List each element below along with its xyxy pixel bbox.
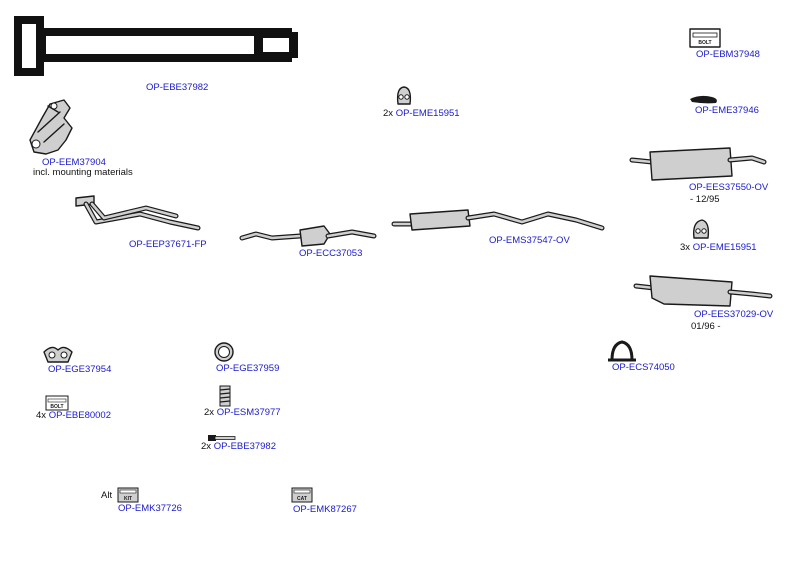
emk-a-box-text: KIT — [124, 496, 132, 502]
part-label-ebe37982-small: 2x OP-EBE37982 — [201, 441, 276, 452]
part-code-link[interactable]: OP-EMS37547-OV — [489, 235, 570, 246]
part-note-ees37550: - 12/95 — [690, 194, 720, 205]
qty-text: Alt — [101, 490, 113, 501]
part-code-link[interactable]: OP-ECC37053 — [299, 248, 363, 259]
bolt-kit-box-icon[interactable]: BOLT — [689, 28, 721, 48]
part-code-link[interactable]: OP-EEM37904 — [42, 157, 106, 168]
part-code-link[interactable]: OP-EEP37671-FP — [129, 239, 207, 250]
ring-gasket-icon[interactable] — [214, 342, 234, 362]
part-code-link[interactable]: OP-EME15951 — [692, 242, 757, 253]
rubber-hanger-icon[interactable] — [396, 86, 412, 105]
middle-silencer-icon[interactable] — [391, 209, 605, 231]
emk-b-box-text: CAT — [297, 496, 307, 502]
part-code-link[interactable]: OP-EMK37726 — [118, 503, 182, 514]
part-code-link[interactable]: OP-EMK87267 — [293, 504, 357, 515]
ebm-box-text: BOLT — [698, 40, 711, 46]
part-label-eme15951-top: 2x OP-EME15951 — [383, 108, 460, 119]
part-note-ees37029: 01/96 - — [691, 321, 721, 332]
kit-box-icon[interactable]: KIT — [117, 487, 139, 503]
part-label-ecc37053: OP-ECC37053 — [299, 248, 362, 259]
note-text: 01/96 - — [691, 321, 721, 332]
part-code-link[interactable]: OP-EES37550-OV — [689, 182, 769, 193]
bolt-large-icon[interactable] — [14, 16, 298, 76]
part-code-link[interactable]: OP-EBM37948 — [696, 49, 760, 60]
rubber-hanger-low-icon[interactable] — [692, 219, 710, 239]
rear-silencer-low-icon[interactable] — [633, 275, 773, 307]
part-label-ebe37982-large: OP-EBE37982 — [146, 82, 208, 93]
part-label-ebm37948: OP-EBM37948 — [696, 49, 760, 60]
part-code-link[interactable]: OP-EBE80002 — [48, 410, 112, 421]
part-code-link[interactable]: OP-EES37029-OV — [694, 309, 774, 320]
part-label-eme37946: OP-EME37946 — [695, 105, 759, 116]
part-label-ege37954: OP-EGE37954 — [48, 364, 111, 375]
qty-text: 2x — [383, 108, 394, 119]
note-text: - 12/95 — [690, 194, 720, 205]
part-code-link[interactable]: OP-EGE37954 — [48, 364, 112, 375]
part-code-link[interactable]: OP-ESM37977 — [216, 407, 281, 418]
note-text: incl. mounting materials — [33, 167, 133, 178]
front-pipe-icon[interactable] — [75, 195, 201, 231]
part-label-eep37671: OP-EEP37671-FP — [129, 239, 207, 250]
rear-silencer-top-icon[interactable] — [629, 147, 767, 181]
part-label-ees37029: OP-EES37029-OV — [694, 309, 773, 320]
cat-kit-box-icon[interactable]: CAT — [291, 487, 313, 503]
part-code-link[interactable]: OP-EME37946 — [695, 105, 759, 116]
part-code-link[interactable]: OP-ECS74050 — [612, 362, 675, 373]
part-qty-emk37726: Alt — [101, 490, 112, 501]
part-label-ees37550: OP-EES37550-OV — [689, 182, 768, 193]
ebe-kit-box-text: BOLT — [50, 404, 63, 410]
qty-text: 2x — [201, 441, 212, 452]
part-code-link[interactable]: OP-EGE37959 — [216, 363, 280, 374]
part-label-esm37977: 2x OP-ESM37977 — [204, 407, 281, 418]
rubber-strip-icon[interactable] — [690, 95, 717, 104]
part-label-emk37726: OP-EMK37726 — [118, 503, 182, 514]
part-code-link[interactable]: OP-EBE37982 — [146, 82, 209, 93]
exhaust-manifold-icon[interactable] — [29, 99, 73, 155]
part-label-ebe80002: 4x OP-EBE80002 — [36, 410, 111, 421]
qty-text: 4x — [36, 410, 47, 421]
qty-text: 2x — [204, 407, 215, 418]
part-label-ems37547: OP-EMS37547-OV — [489, 235, 570, 246]
clamp-icon[interactable] — [608, 340, 636, 362]
spring-icon[interactable] — [219, 385, 231, 407]
part-label-emk87267: OP-EMK87267 — [293, 504, 357, 515]
part-note-eem37904: incl. mounting materials — [33, 167, 133, 178]
bolt-icon[interactable] — [208, 435, 236, 441]
part-label-ege37959: OP-EGE37959 — [216, 363, 279, 374]
part-label-eme15951-low: 3x OP-EME15951 — [680, 242, 757, 253]
part-label-eem37904: OP-EEM37904 — [42, 157, 106, 168]
part-code-link[interactable]: OP-EME15951 — [395, 108, 460, 119]
qty-text: 3x — [680, 242, 691, 253]
part-code-link[interactable]: OP-EBE37982 — [213, 441, 277, 452]
part-label-ecs74050: OP-ECS74050 — [612, 362, 675, 373]
catalytic-converter-icon[interactable] — [239, 225, 377, 247]
flange-gasket-icon[interactable] — [43, 346, 73, 363]
bolt-kit-box-small-icon[interactable]: BOLT — [45, 395, 69, 411]
